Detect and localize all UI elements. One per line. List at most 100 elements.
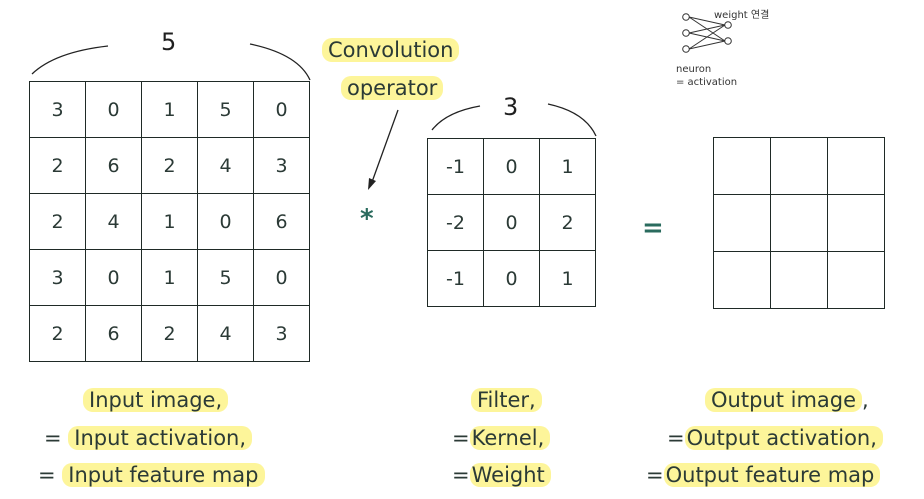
filter-label-3-text: Weight <box>469 463 551 487</box>
input-matrix-cell: 1 <box>141 81 198 138</box>
operator-label-line2-text: operator <box>341 76 444 100</box>
input-matrix-cell: 6 <box>253 193 310 250</box>
filter-size-brace-left <box>431 105 481 131</box>
filter-label-2: =Kernel, <box>452 426 551 450</box>
operator-arrow-line <box>371 109 399 183</box>
output-matrix-cell <box>827 194 885 252</box>
weight-label: weight 연결 <box>714 10 770 21</box>
filter-matrix-cell: 0 <box>483 138 540 195</box>
input-matrix-cell: 2 <box>141 137 198 194</box>
filter-matrix-cell: 2 <box>539 194 596 251</box>
input-size-label: 5 <box>161 28 177 56</box>
output-label-2: =Output activation, <box>667 426 883 450</box>
input-matrix-cell: 6 <box>85 305 142 362</box>
output-label-3: =Output feature map <box>646 463 881 487</box>
neuron-label: neuron <box>676 64 712 75</box>
output-matrix-cell <box>770 137 828 195</box>
output-matrix-row <box>713 194 885 252</box>
output-matrix-cell <box>713 251 771 309</box>
input-size-brace-left <box>31 45 109 75</box>
input-matrix-cell: 0 <box>85 249 142 306</box>
filter-matrix-cell: -1 <box>427 138 484 195</box>
input-matrix-cell: 2 <box>29 193 86 250</box>
neuron-sketch-icon <box>682 13 732 53</box>
output-matrix-cell <box>827 251 885 309</box>
filter-label-2-text: Kernel, <box>469 426 551 450</box>
input-label-2-eq: = <box>44 426 62 450</box>
input-label-1-text: Input image, <box>83 388 229 412</box>
input-size-brace-right <box>249 43 311 81</box>
input-matrix-cell: 4 <box>197 305 254 362</box>
output-label-1-comma: , <box>862 388 869 412</box>
input-label-1: Input image, <box>83 388 229 412</box>
output-label-3-eq: = <box>646 463 664 487</box>
filter-label-3: =Weight <box>452 463 551 487</box>
filter-matrix-cell: -2 <box>427 194 484 251</box>
activation-label: = activation <box>676 77 738 88</box>
output-matrix <box>713 137 885 309</box>
filter-size-brace-right <box>547 103 597 137</box>
filter-size-label: 3 <box>503 93 519 121</box>
input-matrix-cell: 0 <box>85 81 142 138</box>
filter-matrix-cell: 0 <box>483 250 540 307</box>
filter-label-2-eq: = <box>452 426 470 450</box>
input-matrix-cell: 0 <box>253 249 310 306</box>
input-matrix-cell: 5 <box>197 249 254 306</box>
output-label-1-text: Output image <box>705 388 863 412</box>
output-matrix-cell <box>770 194 828 252</box>
output-matrix-cell <box>827 137 885 195</box>
input-label-3-eq: = <box>38 463 56 487</box>
output-matrix-cell <box>713 137 771 195</box>
output-matrix-cell <box>713 194 771 252</box>
input-matrix-cell: 0 <box>197 193 254 250</box>
operator-label-line2: operator <box>341 76 444 100</box>
input-label-3-text: Input feature map <box>62 463 265 487</box>
output-label-1: Output image, <box>705 388 869 412</box>
input-label-3: = Input feature map <box>38 463 265 487</box>
input-matrix-cell: 3 <box>29 81 86 138</box>
equals-symbol: = <box>642 213 664 243</box>
operator-label-line1-text: Convolution <box>322 38 460 62</box>
filter-label-1: Filter, <box>471 388 542 412</box>
filter-matrix-cell: 1 <box>539 250 596 307</box>
input-matrix-cell: 5 <box>197 81 254 138</box>
operator-label-line1: Convolution <box>322 38 460 62</box>
input-matrix-cell: 1 <box>141 193 198 250</box>
input-matrix-cell: 3 <box>29 249 86 306</box>
convolution-symbol: * <box>360 204 374 234</box>
output-matrix-row <box>713 251 885 309</box>
input-label-2-text: Input activation, <box>68 426 253 450</box>
operator-arrow-head <box>368 178 376 190</box>
input-matrix-cell: 6 <box>85 137 142 194</box>
output-label-2-eq: = <box>667 426 685 450</box>
filter-matrix-cell: -1 <box>427 250 484 307</box>
filter-label-1-text: Filter, <box>471 388 542 412</box>
filter-label-3-eq: = <box>452 463 470 487</box>
input-matrix-cell: 2 <box>141 305 198 362</box>
filter-matrix-cell: 1 <box>539 138 596 195</box>
input-label-2: = Input activation, <box>44 426 253 450</box>
filter-matrix-cell: 0 <box>483 194 540 251</box>
input-matrix-cell: 0 <box>253 81 310 138</box>
output-matrix-row <box>713 137 885 195</box>
input-matrix-cell: 3 <box>253 137 310 194</box>
input-matrix-cell: 2 <box>29 137 86 194</box>
input-matrix-cell: 4 <box>197 137 254 194</box>
input-matrix-cell: 1 <box>141 249 198 306</box>
output-label-2-text: Output activation, <box>684 426 883 450</box>
output-label-3-text: Output feature map <box>663 463 881 487</box>
input-matrix-cell: 2 <box>29 305 86 362</box>
output-matrix-cell <box>770 251 828 309</box>
input-matrix-cell: 4 <box>85 193 142 250</box>
